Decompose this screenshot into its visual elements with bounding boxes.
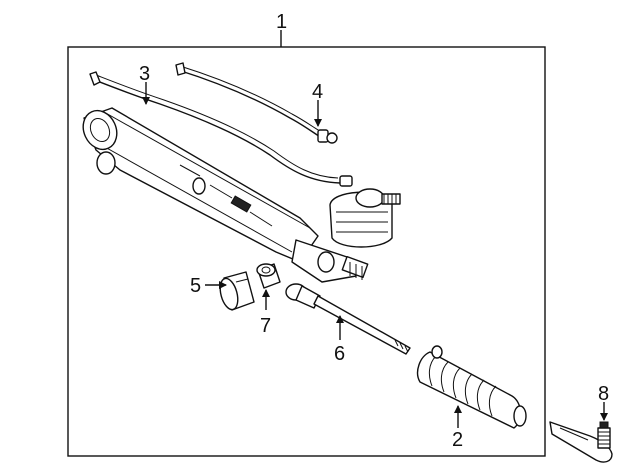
assembly-frame	[67, 46, 546, 457]
inner-tie-rod-6	[285, 283, 411, 355]
grommet-7	[256, 263, 281, 289]
outer-tie-rod-end-8	[549, 421, 613, 463]
rack-housing	[82, 107, 319, 263]
callout-4: 4	[312, 81, 323, 103]
callout-6: 6	[334, 343, 345, 365]
bushing-5	[219, 271, 255, 311]
callout-1: 1	[276, 11, 287, 33]
boot-2	[416, 345, 527, 429]
callout-8: 8	[598, 383, 609, 405]
callout-7: 7	[260, 315, 271, 337]
valve-housing	[291, 188, 401, 283]
hydraulic-line-4	[175, 62, 338, 144]
callout-2: 2	[452, 429, 463, 451]
callout-3: 3	[139, 63, 150, 85]
hydraulic-line-3	[89, 71, 353, 187]
callout-5: 5	[190, 275, 201, 297]
